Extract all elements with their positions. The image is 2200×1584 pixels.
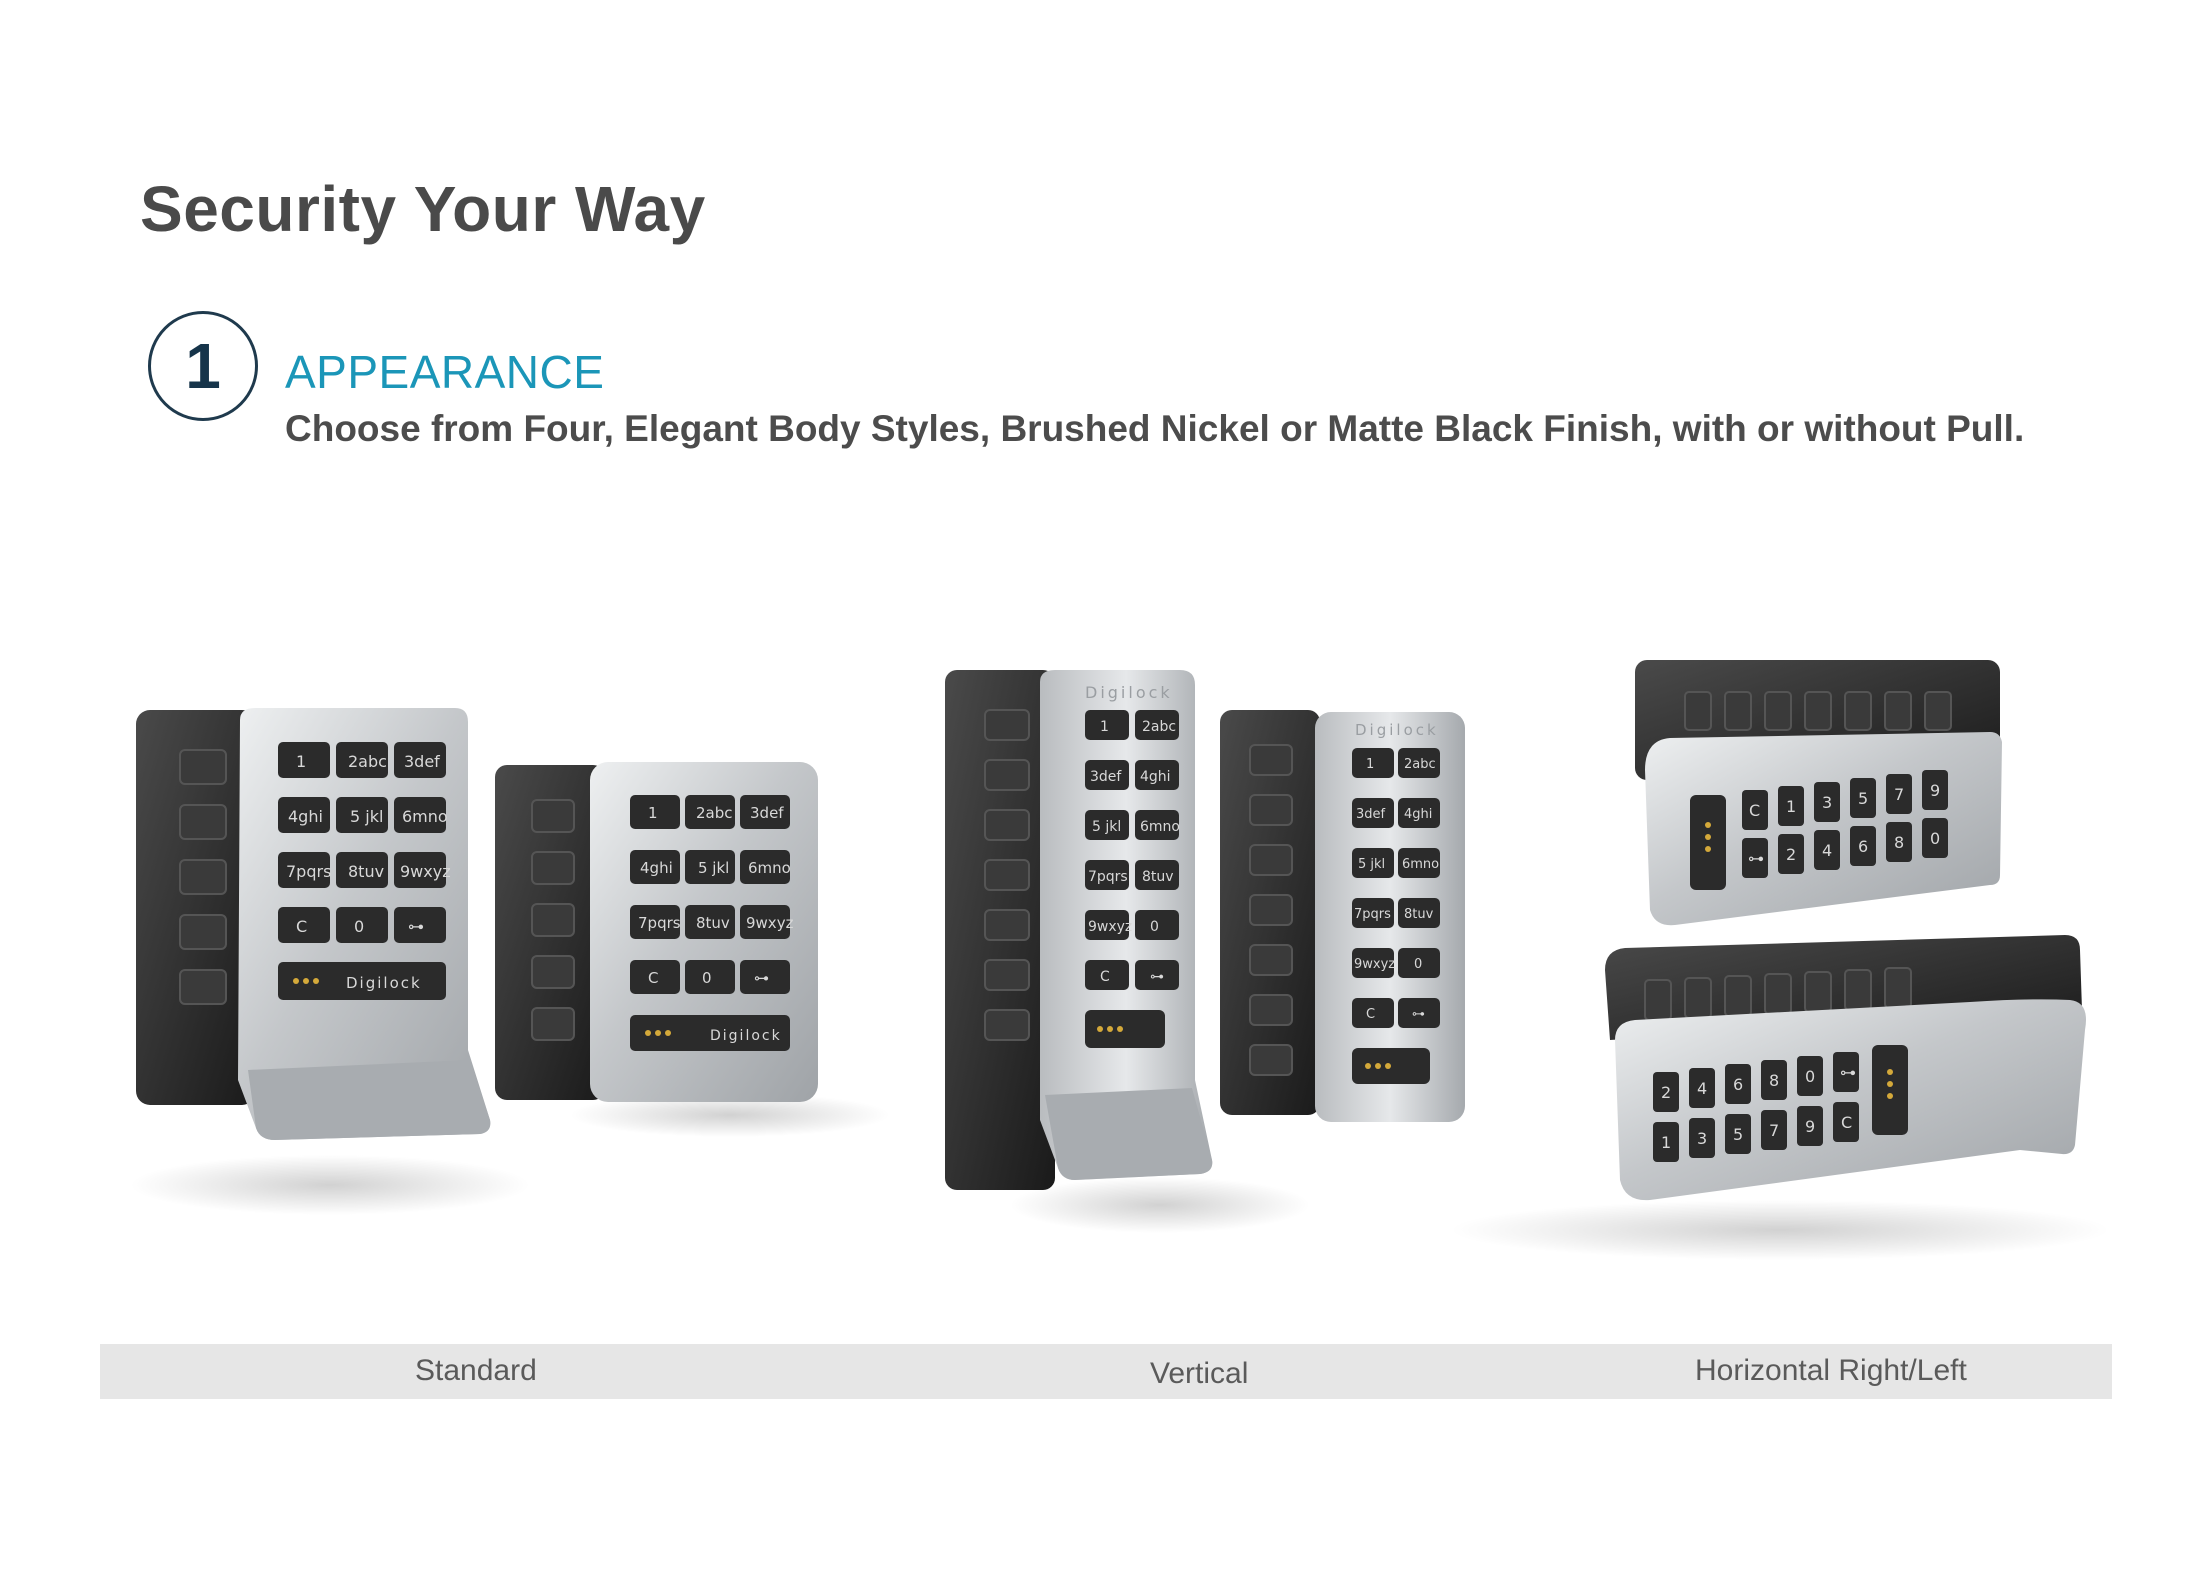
svg-text:0: 0 [354, 917, 364, 936]
svg-text:3def: 3def [404, 752, 440, 771]
section-heading: APPEARANCE [285, 346, 605, 398]
svg-text:8tuv: 8tuv [696, 914, 730, 932]
svg-text:1: 1 [1366, 757, 1374, 772]
svg-text:4ghi: 4ghi [1404, 807, 1432, 822]
svg-text:1: 1 [296, 752, 306, 771]
svg-text:9wxyz: 9wxyz [1354, 957, 1395, 972]
svg-text:3def: 3def [750, 804, 784, 822]
svg-text:6mno: 6mno [402, 807, 448, 826]
svg-text:0: 0 [1414, 957, 1422, 972]
horizontal-lock: C ⊶ 1 2 3 4 5 6 7 8 9 0 [1635, 660, 2002, 926]
svg-text:9wxyz: 9wxyz [746, 914, 794, 932]
svg-text:1: 1 [1786, 797, 1796, 816]
section-number-badge: 1 [148, 311, 258, 421]
svg-text:⊶: ⊶ [754, 969, 769, 987]
svg-text:⊶: ⊶ [1412, 1007, 1425, 1022]
svg-text:4ghi: 4ghi [640, 859, 673, 877]
section-subheading: Choose from Four, Elegant Body Styles, B… [285, 408, 2025, 449]
svg-text:2abc: 2abc [696, 804, 733, 822]
svg-text:C: C [1841, 1113, 1852, 1132]
svg-text:1: 1 [648, 804, 658, 822]
product-images: 1 2abc 3def 4ghi 5 jkl 6mno 7pqrs 8tuv 9wxyz C… [100, 640, 2110, 1330]
svg-text:3def: 3def [1090, 769, 1122, 785]
svg-text:9wxyz: 9wxyz [1088, 919, 1132, 935]
svg-text:C: C [1366, 1007, 1375, 1022]
svg-text:7: 7 [1894, 785, 1904, 804]
section-number: 1 [185, 330, 221, 402]
svg-text:5 jkl: 5 jkl [350, 807, 383, 826]
svg-text:2: 2 [1661, 1083, 1671, 1102]
vertical-lock-with-pull: Digilock 1 2abc 3def 4ghi 5 jkl 6mno 7pqrs 8… [945, 670, 1213, 1190]
svg-text:2abc: 2abc [1404, 757, 1436, 772]
svg-text:7: 7 [1769, 1121, 1779, 1140]
lock-products-illustration: 1 2abc 3def 4ghi 5 jkl 6mno 7pqrs 8tuv 9wxyz C… [130, 660, 2110, 1260]
svg-text:5 jkl: 5 jkl [698, 859, 729, 877]
svg-text:5: 5 [1733, 1125, 1743, 1144]
svg-text:Digilock: Digilock [346, 974, 422, 992]
svg-text:4: 4 [1697, 1079, 1707, 1098]
svg-text:4: 4 [1822, 841, 1832, 860]
vertical-lock: Digilock 1 2abc 3def 4ghi 5 jkl 6mno 7pqrs 8… [1220, 710, 1465, 1122]
svg-text:9wxyz: 9wxyz [400, 862, 451, 881]
svg-text:0: 0 [702, 969, 712, 987]
svg-text:C: C [1749, 801, 1760, 820]
svg-text:⊶: ⊶ [1150, 969, 1164, 985]
product-label-bar [100, 1344, 2112, 1399]
svg-text:C: C [648, 969, 658, 987]
svg-text:Digilock: Digilock [1355, 721, 1439, 739]
svg-text:9: 9 [1805, 1117, 1815, 1136]
svg-text:4ghi: 4ghi [288, 807, 323, 826]
svg-text:Digilock: Digilock [710, 1028, 782, 1044]
label-standard: Standard [415, 1354, 537, 1387]
svg-text:C: C [296, 917, 307, 936]
svg-text:6: 6 [1858, 837, 1868, 856]
svg-text:2abc: 2abc [1142, 719, 1176, 735]
svg-text:8tuv: 8tuv [1404, 907, 1434, 922]
svg-text:⊶: ⊶ [408, 917, 424, 936]
label-vertical: Vertical [1150, 1357, 1249, 1390]
svg-text:4ghi: 4ghi [1140, 769, 1171, 785]
svg-text:7pqrs: 7pqrs [1088, 869, 1128, 885]
svg-text:1: 1 [1661, 1133, 1671, 1152]
label-horizontal: Horizontal Right/Left [1695, 1354, 1967, 1387]
svg-text:2abc: 2abc [348, 752, 387, 771]
svg-text:8: 8 [1769, 1071, 1779, 1090]
svg-text:3def: 3def [1356, 807, 1386, 822]
svg-text:6: 6 [1733, 1075, 1743, 1094]
standard-lock: 1 2abc 3def 4ghi 5 jkl 6mno 7pqrs 8tuv 9wxyz C… [495, 762, 818, 1102]
svg-text:5: 5 [1858, 789, 1868, 808]
svg-text:6mno: 6mno [748, 859, 791, 877]
svg-text:Digilock: Digilock [1085, 683, 1173, 702]
svg-text:7pqrs: 7pqrs [286, 862, 331, 881]
standard-lock-with-pull: 1 2abc 3def 4ghi 5 jkl 6mno 7pqrs 8tuv 9wxyz C… [136, 708, 491, 1140]
svg-text:6mno: 6mno [1402, 857, 1439, 872]
svg-text:0: 0 [1930, 829, 1940, 848]
svg-text:0: 0 [1805, 1067, 1815, 1086]
svg-text:9: 9 [1930, 781, 1940, 800]
svg-text:⊶: ⊶ [1840, 1063, 1856, 1082]
svg-text:5 jkl: 5 jkl [1358, 857, 1385, 872]
svg-text:8tuv: 8tuv [1142, 869, 1174, 885]
svg-text:2: 2 [1786, 845, 1796, 864]
svg-text:8: 8 [1894, 833, 1904, 852]
horizontal-lock-with-pull: 2 1 4 3 6 5 8 7 0 9 ⊶ C [1605, 935, 2086, 1201]
svg-text:7pqrs: 7pqrs [1354, 907, 1391, 922]
svg-text:3: 3 [1822, 793, 1832, 812]
svg-text:6mno: 6mno [1140, 819, 1180, 835]
svg-text:⊶: ⊶ [1748, 849, 1764, 868]
svg-text:3: 3 [1697, 1129, 1707, 1148]
svg-text:0: 0 [1150, 919, 1159, 935]
svg-text:C: C [1100, 969, 1110, 985]
svg-text:8tuv: 8tuv [348, 862, 384, 881]
svg-text:7pqrs: 7pqrs [638, 914, 681, 932]
svg-text:5 jkl: 5 jkl [1092, 819, 1121, 835]
page-title: Security Your Way [140, 173, 706, 245]
svg-text:1: 1 [1100, 719, 1109, 735]
